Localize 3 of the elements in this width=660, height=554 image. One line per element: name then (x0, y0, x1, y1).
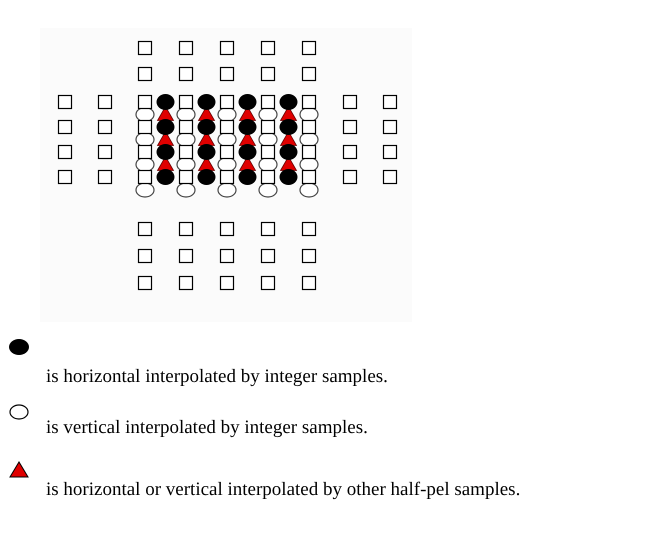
legend-text: is horizontal or vertical interpolated by other half-pel samples. (45, 478, 522, 502)
legend-text: is vertical interpolated by integer samples. (45, 416, 369, 440)
legend-text: is horizontal interpolated by integer samples. (45, 365, 389, 389)
